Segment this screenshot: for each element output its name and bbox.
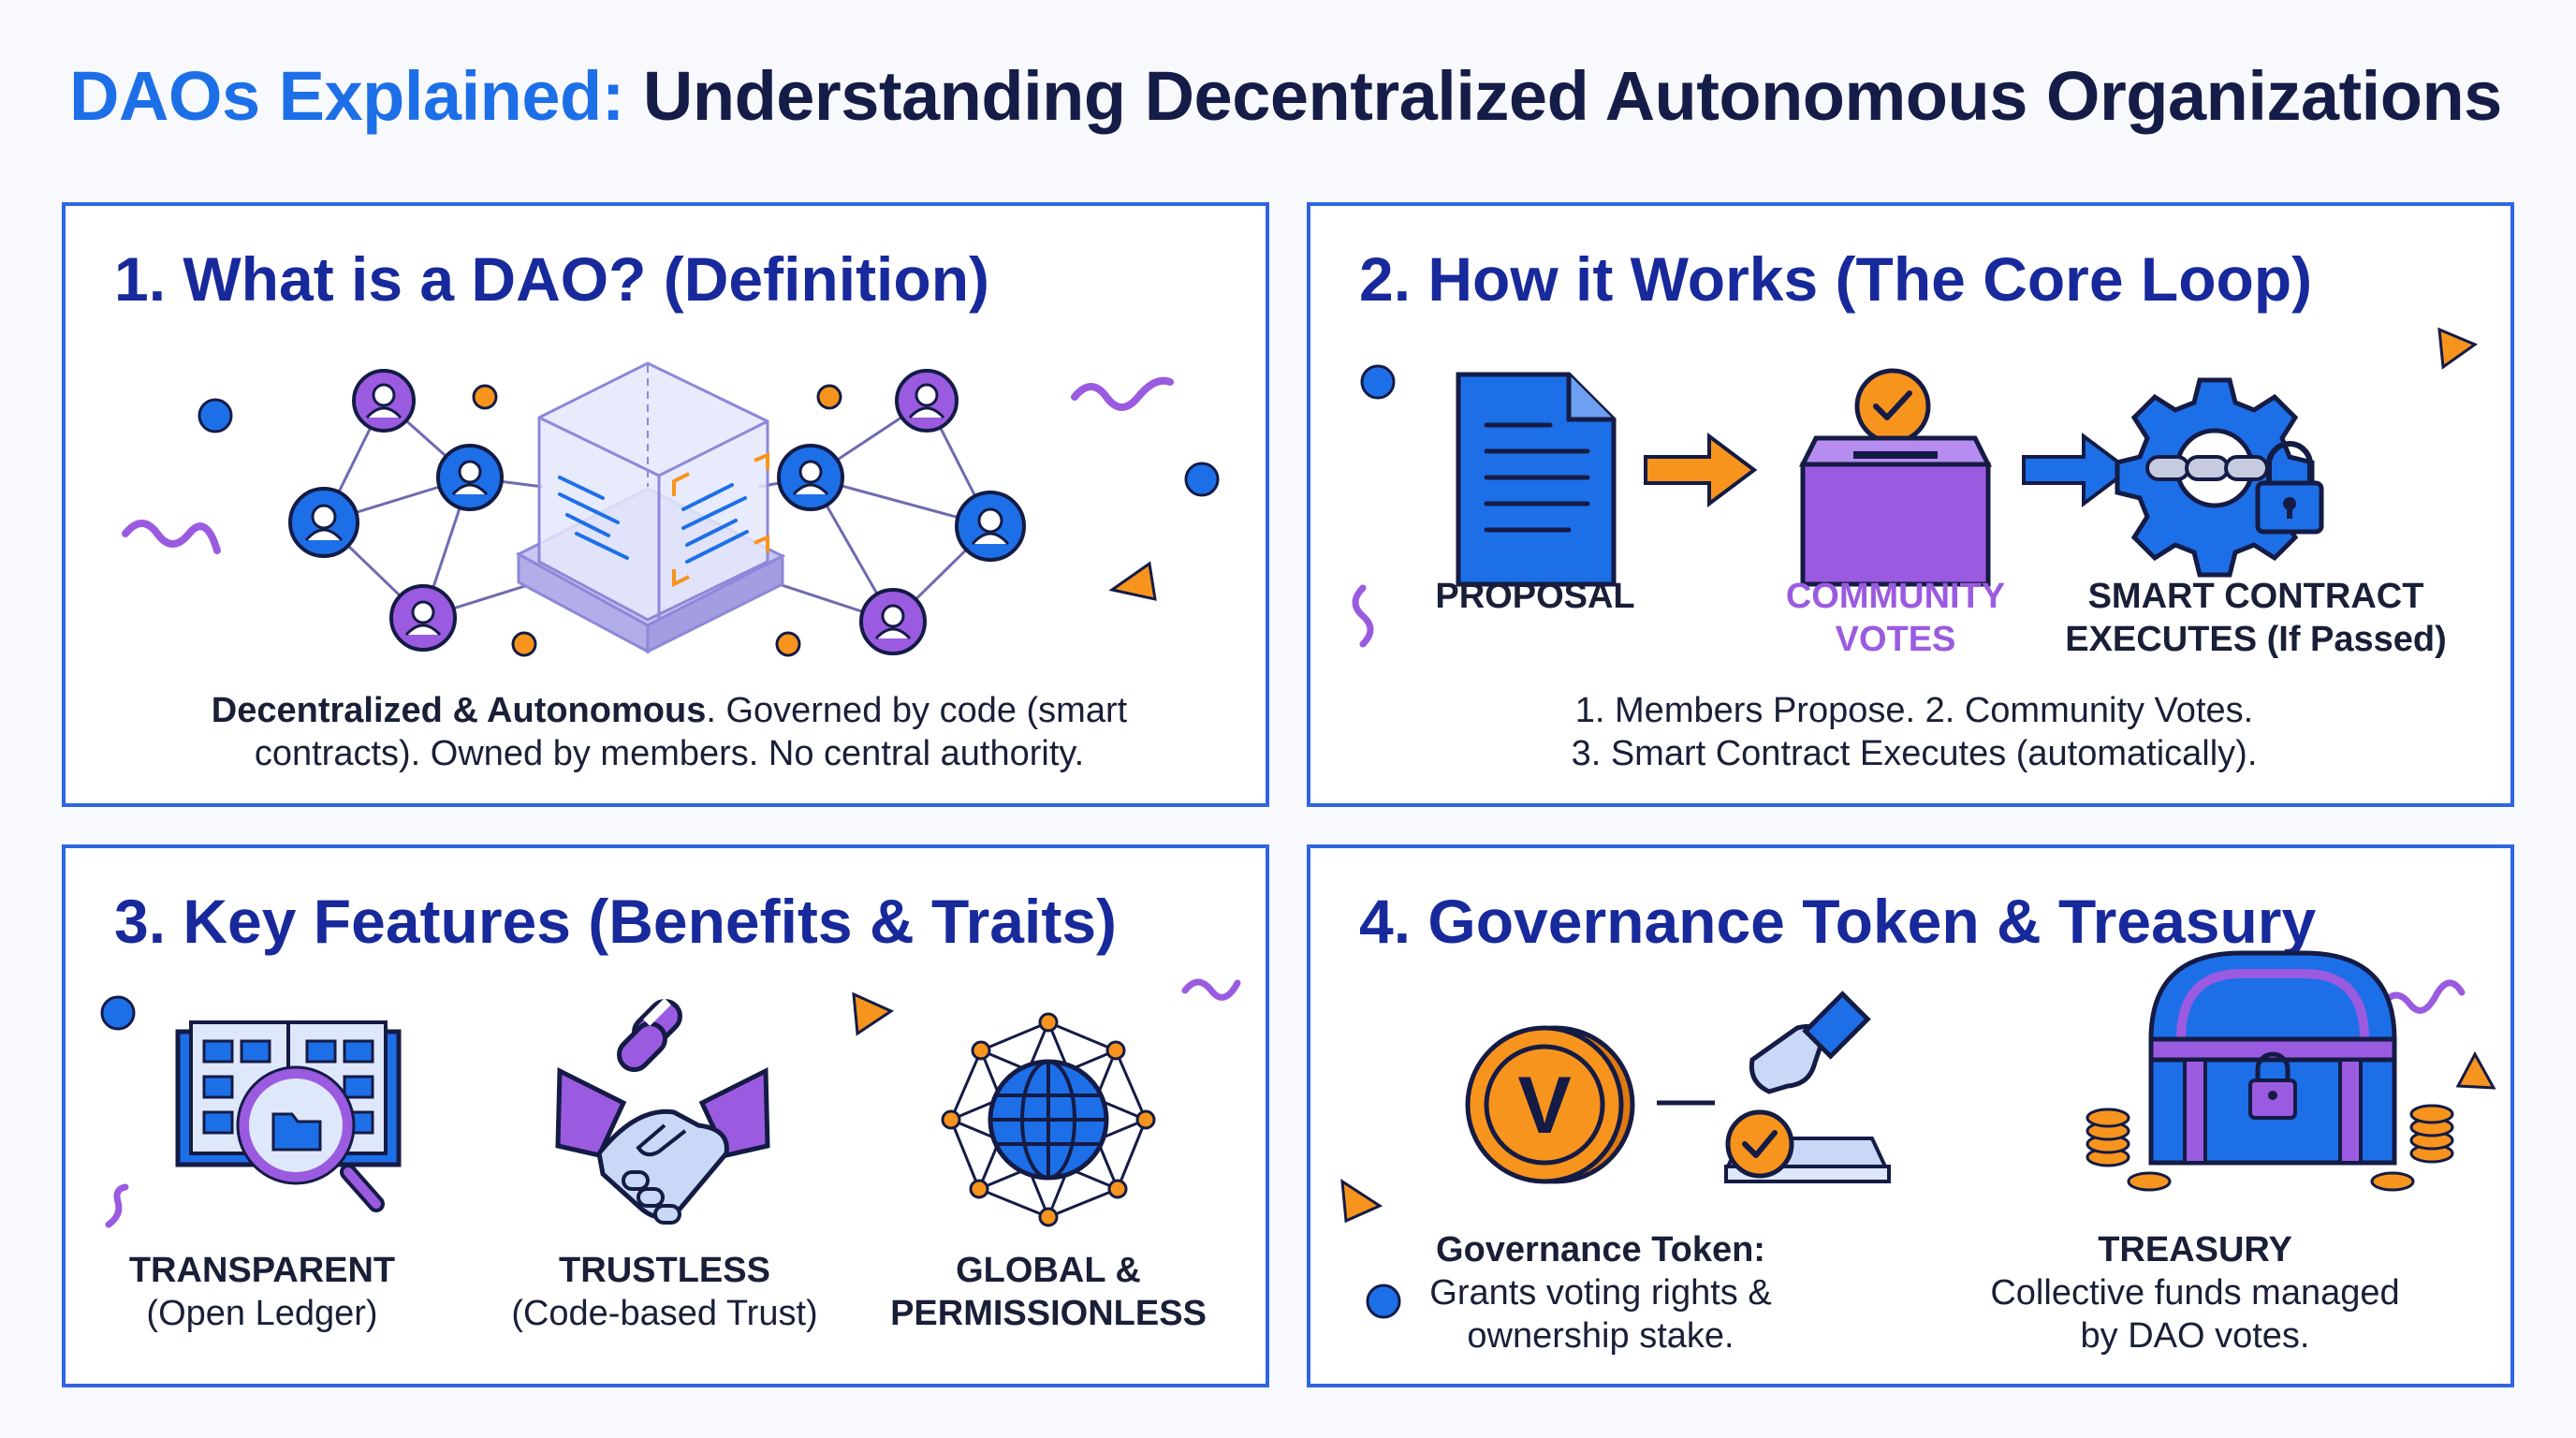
- ledger-magnifier-icon: [175, 1020, 402, 1212]
- ballot-box-icon: [1798, 368, 1993, 587]
- panel-title-definition: 1. What is a DAO? (Definition): [114, 244, 989, 314]
- feature-sub: (Open Ledger): [146, 1294, 378, 1333]
- panel-key-features: 3. Key Features (Benefits & Traits): [62, 844, 1269, 1387]
- panel-core-loop: 2. How it Works (The Core Loop): [1307, 202, 2514, 807]
- hand-vote-icon: [1724, 990, 1891, 1183]
- arrow-right-icon: [1644, 433, 1758, 507]
- core-loop-illustration: [1352, 327, 2479, 648]
- panel-title-key-features: 3. Key Features (Benefits & Traits): [114, 887, 1118, 956]
- panel-title-governance: 4. Governance Token & Treasury: [1359, 887, 2317, 956]
- orange-node: [775, 631, 801, 657]
- step-line-1: COMMUNITY: [1785, 577, 2006, 616]
- governance-illustration: V: [1340, 950, 2496, 1319]
- panel-title-core-loop: 2. How it Works (The Core Loop): [1359, 244, 2313, 314]
- step-line-2: VOTES: [1835, 620, 1956, 659]
- caption-bold: Decentralized & Autonomous: [211, 691, 707, 730]
- deco-dot: [1366, 1284, 1401, 1319]
- feature-title: TRANSPARENT: [128, 1251, 396, 1290]
- user-node-icon: [895, 369, 959, 433]
- feature-sub: (Code-based Trust): [511, 1294, 818, 1333]
- deco-dot: [198, 398, 233, 433]
- deco-triangle: [1340, 1179, 1383, 1224]
- item-line-1: Collective funds managed: [1990, 1273, 2400, 1313]
- deco-triangle: [2455, 1050, 2496, 1090]
- dao-network-illustration: [122, 361, 1220, 657]
- user-node-icon: [288, 487, 359, 558]
- feature-transparent: TRANSPARENT (Open Ledger): [122, 1249, 402, 1335]
- deco-squiggle: [105, 1183, 129, 1228]
- title-accent: DAOs Explained:: [69, 57, 624, 135]
- item-title: TREASURY: [2098, 1230, 2292, 1269]
- step-proposal: PROPOSAL: [1404, 575, 1666, 618]
- document-icon: [1456, 372, 1617, 587]
- item-title: Governance Token:: [1436, 1230, 1765, 1269]
- token-letter: V: [1517, 1061, 1571, 1151]
- deco-triangle: [1108, 561, 1157, 601]
- user-node-icon: [436, 444, 504, 511]
- data-cube-icon: [515, 361, 786, 654]
- caption-line-1: 1. Members Propose. 2. Community Votes.: [1574, 691, 2254, 730]
- deco-squiggle: [1071, 376, 1174, 411]
- caption-line-2: contracts). Owned by members. No central…: [254, 734, 1085, 773]
- item-line-2: by DAO votes.: [2080, 1316, 2310, 1356]
- title-main: Understanding Decentralized Autonomous O…: [642, 57, 2502, 135]
- governance-token-item: Governance Token: Grants voting rights &…: [1413, 1228, 1788, 1357]
- page-title: DAOs Explained: Understanding Decentrali…: [69, 56, 2522, 136]
- step-smart-contract: SMART CONTRACT EXECUTES (If Passed): [2059, 575, 2452, 661]
- key-features-illustration: [100, 978, 1241, 1228]
- feature-title: GLOBAL &: [956, 1251, 1141, 1290]
- step-community-votes: COMMUNITY VOTES: [1760, 575, 2031, 661]
- deco-dot: [100, 995, 136, 1031]
- orange-node: [816, 384, 842, 410]
- user-node-icon: [955, 491, 1026, 562]
- deco-triangle: [2437, 327, 2479, 370]
- feature-sub: PERMISSIONLESS: [890, 1294, 1207, 1333]
- globe-network-icon: [941, 1012, 1156, 1227]
- orange-node: [472, 384, 498, 410]
- deco-squiggle: [1352, 584, 1374, 648]
- handshake-chain-icon: [555, 998, 770, 1225]
- token-coin-icon: V: [1465, 1025, 1635, 1184]
- step-line-1: SMART CONTRACT: [2087, 577, 2424, 616]
- step-line-1: PROPOSAL: [1435, 577, 1635, 616]
- deco-dot: [1360, 364, 1396, 400]
- user-node-icon: [352, 369, 416, 433]
- orange-node: [511, 631, 537, 657]
- deco-squiggle: [122, 520, 221, 554]
- item-line-1: Grants voting rights &: [1429, 1273, 1772, 1313]
- deco-squiggle: [2379, 979, 2466, 1014]
- definition-caption: Decentralized & Autonomous. Governed by …: [66, 689, 1266, 775]
- deco-squiggle: [1181, 978, 1241, 1001]
- user-node-icon: [859, 588, 927, 655]
- user-node-icon: [389, 584, 457, 652]
- core-loop-caption: 1. Members Propose. 2. Community Votes. …: [1310, 689, 2510, 775]
- item-line-2: ownership stake.: [1467, 1316, 1734, 1356]
- feature-title: TRUSTLESS: [559, 1251, 770, 1290]
- panel-governance: 4. Governance Token & Treasury V: [1307, 844, 2514, 1387]
- treasury-item: TREASURY Collective funds managed by DAO…: [1966, 1228, 2424, 1357]
- treasure-chest-icon: [2086, 950, 2454, 1192]
- panel-definition: 1. What is a DAO? (Definition): [62, 202, 1269, 807]
- user-node-icon: [777, 444, 844, 511]
- feature-global: GLOBAL & PERMISSIONLESS: [871, 1249, 1226, 1335]
- arrow-right-icon: [2022, 433, 2132, 507]
- caption-line-2: 3. Smart Contract Executes (automaticall…: [1571, 734, 2258, 773]
- feature-trustless: TRUSTLESS (Code-based Trust): [477, 1249, 852, 1335]
- deco-triangle: [852, 991, 895, 1036]
- deco-dot: [1184, 462, 1220, 497]
- gear-chain-lock-icon: [2115, 377, 2324, 578]
- caption-rest: . Governed by code (smart: [706, 691, 1128, 730]
- step-line-2: EXECUTES (If Passed): [2065, 620, 2447, 659]
